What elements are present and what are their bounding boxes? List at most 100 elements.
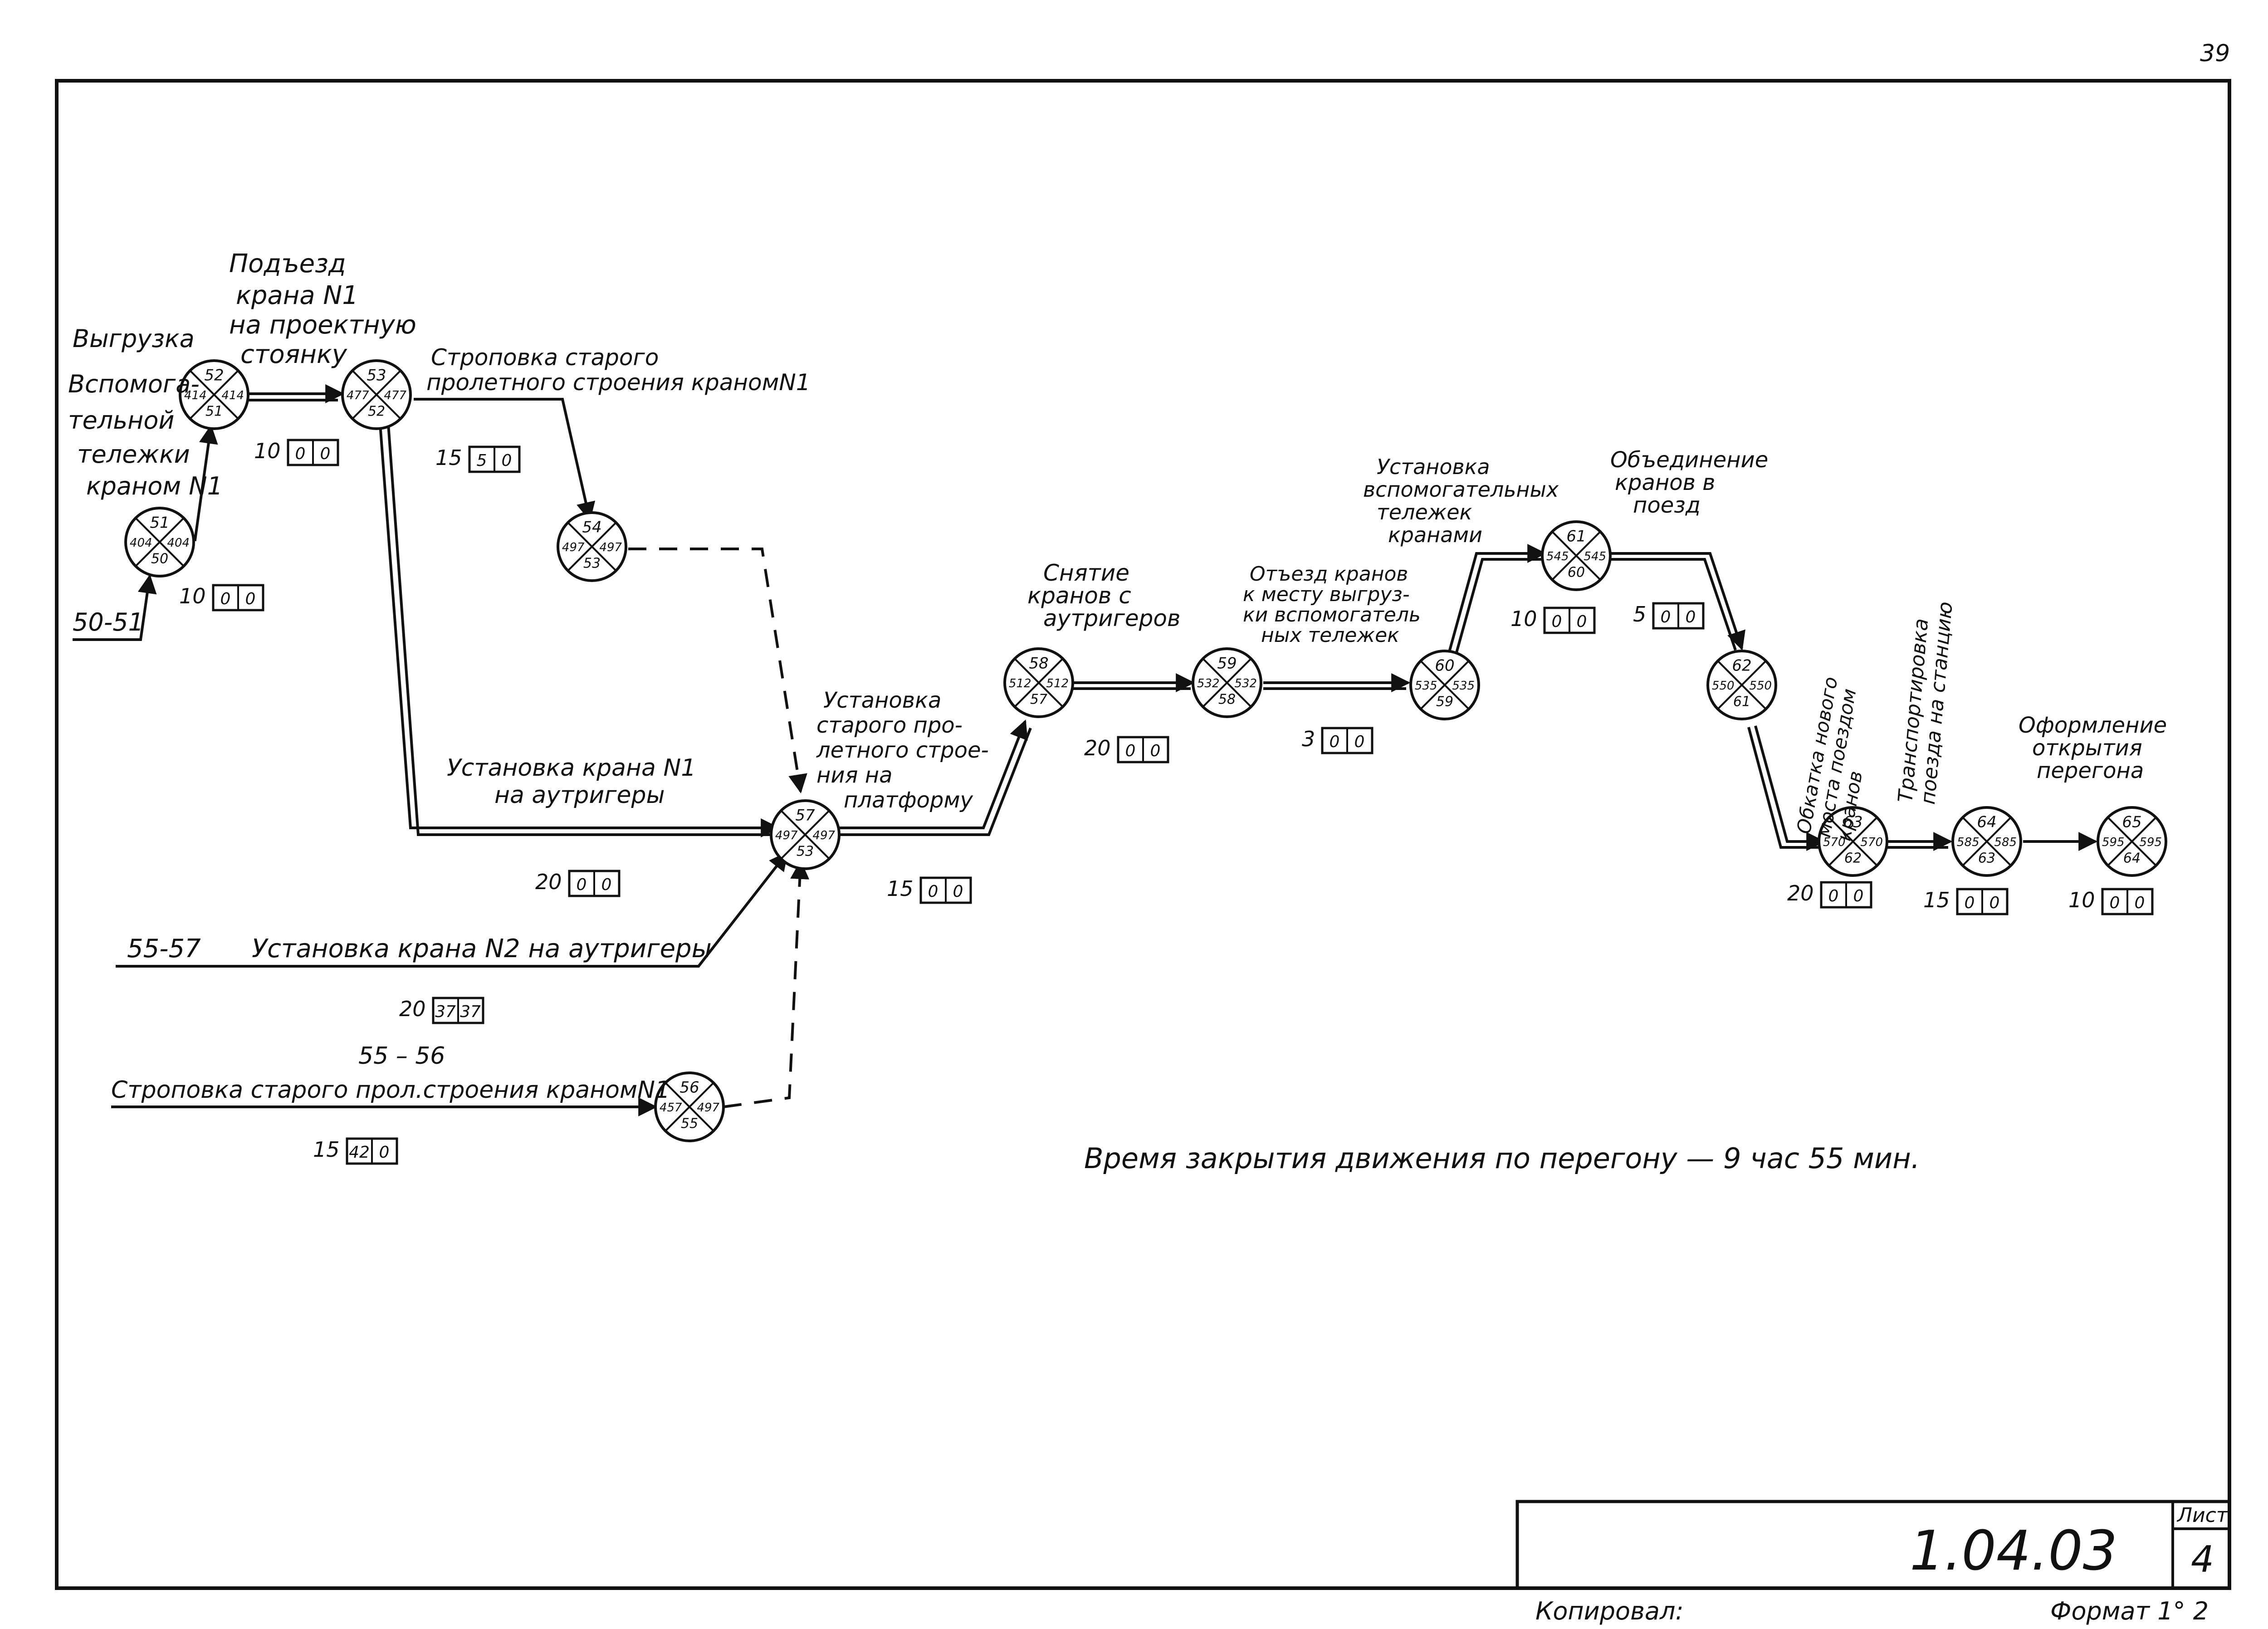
label-install-carts: Установка вспомогательных тележек кранам… — [1363, 455, 1565, 547]
activity-reserve-2: 0 — [320, 445, 331, 463]
activity-duration: 20 — [1084, 736, 1111, 760]
activity-reserve-1: 5 — [477, 451, 487, 470]
node-64-top: 64 — [1977, 813, 1996, 832]
label-join-cranes: Объединение кранов в поезд — [1610, 447, 1775, 518]
activity-duration: 20 — [535, 870, 562, 894]
activity-duration: 20 — [399, 997, 426, 1021]
label-sling2: Строповка старого прол.строения краномN1 — [111, 1076, 670, 1104]
node-64-bottom: 63 — [1978, 851, 1995, 866]
closure-time-note: Время закрытия движения по перегону — 9 … — [1084, 1142, 1920, 1175]
activity-reserve-2: 0 — [953, 882, 963, 901]
node-52-bottom: 51 — [205, 404, 223, 420]
activity-duration: 3 — [1302, 727, 1315, 751]
node-59-bottom: 58 — [1218, 692, 1236, 708]
node-63-bottom: 62 — [1844, 851, 1862, 866]
node-62-top: 62 — [1732, 657, 1751, 675]
node-58-bottom: 57 — [1030, 692, 1047, 708]
node-54-top: 54 — [582, 519, 601, 537]
node-61-bottom: 60 — [1568, 565, 1585, 581]
node-64-left: 585 — [1957, 836, 1980, 849]
arrow-55-57 — [116, 851, 788, 968]
node-59-right: 532 — [1234, 677, 1257, 690]
activity-reserve-1: 0 — [1828, 887, 1839, 905]
node-57-left: 497 — [775, 829, 798, 842]
activity-reserve-1: 0 — [1330, 733, 1340, 751]
drawing-frame — [55, 79, 2231, 1590]
node-57-bottom: 53 — [797, 844, 814, 860]
arrow-62-63 — [1754, 725, 1826, 851]
node-62-right: 550 — [1749, 679, 1772, 693]
arrow-54-57-dashed — [628, 548, 807, 794]
activity-reserve-2: 0 — [1354, 733, 1365, 751]
node-52-top: 52 — [204, 367, 224, 385]
arrow-53-57 — [379, 424, 780, 837]
arrow-53-54 — [414, 398, 596, 522]
activity-duration: 15 — [1923, 888, 1950, 912]
sheet-label: Лист — [2176, 1504, 2229, 1527]
node-63-top: 63 — [1843, 813, 1862, 832]
node-57-top: 57 — [795, 807, 815, 825]
arrows — [73, 384, 2098, 1116]
node-58-left: 512 — [1009, 677, 1031, 690]
label-registration: Оформление открытия перегона — [2019, 713, 2174, 783]
arrow-50-51 — [73, 574, 157, 641]
node-61-right: 545 — [1584, 550, 1606, 563]
node-58-top: 58 — [1029, 655, 1048, 673]
activity-duration: 15 — [313, 1137, 340, 1162]
node-63-left: 570 — [1823, 836, 1846, 849]
activity-reserve-2: 0 — [1150, 742, 1161, 760]
node-52-right: 414 — [221, 389, 244, 402]
node-56-bottom: 55 — [681, 1116, 698, 1132]
sheet-number: 4 — [2191, 1538, 2214, 1580]
activity-reserve-2: 0 — [1686, 608, 1696, 626]
arrow-60-61 — [1446, 544, 1547, 660]
activity-reserve-2: 0 — [1577, 612, 1587, 631]
node-54-left: 497 — [562, 541, 585, 554]
node-64-right: 585 — [1994, 836, 2017, 849]
node-57-right: 497 — [812, 829, 835, 842]
label-act-50-51: 50-51 — [73, 608, 144, 636]
activity-reserve-1: 37 — [435, 1003, 456, 1021]
event-node-54: 54 497 497 53 — [557, 511, 627, 582]
node-54-bottom: 53 — [583, 556, 601, 572]
activity-duration: 10 — [254, 439, 281, 463]
label-sling1: Строповка старого пролетного строения кр… — [426, 344, 811, 396]
node-65-left: 595 — [2102, 836, 2125, 849]
node-54-right: 497 — [599, 541, 622, 554]
drawing-code: 1.04.03 — [1910, 1520, 2117, 1583]
node-62-left: 550 — [1712, 679, 1735, 693]
activity-duration: 10 — [1510, 607, 1537, 631]
activity-reserve-1: 0 — [577, 876, 587, 894]
activity-duration: 5 — [1633, 602, 1646, 626]
arrow-61-62 — [1608, 552, 1745, 651]
format-label: Формат 1° 2 — [2050, 1597, 2209, 1625]
label-unload: Выгрузка Вспомога- тельной тележки крано… — [68, 324, 223, 500]
label-remove-cranes: Снятие кранов с аутригеров — [1027, 560, 1180, 631]
activity-reserve-2: 0 — [379, 1143, 390, 1162]
activity-reserve-1: 0 — [1125, 742, 1136, 760]
activity-reserve-1: 0 — [928, 882, 938, 901]
activity-duration: 15 — [887, 876, 914, 901]
node-58-right: 512 — [1046, 677, 1069, 690]
label-approach: Подъезд крана N1 на проектную стоянку — [229, 249, 425, 369]
activity-reserve-2: 0 — [2135, 894, 2145, 912]
node-53-top: 53 — [367, 367, 386, 385]
label-move-cranes: Отъезд кранов к месту выгруз- ки вспомог… — [1243, 563, 1427, 647]
